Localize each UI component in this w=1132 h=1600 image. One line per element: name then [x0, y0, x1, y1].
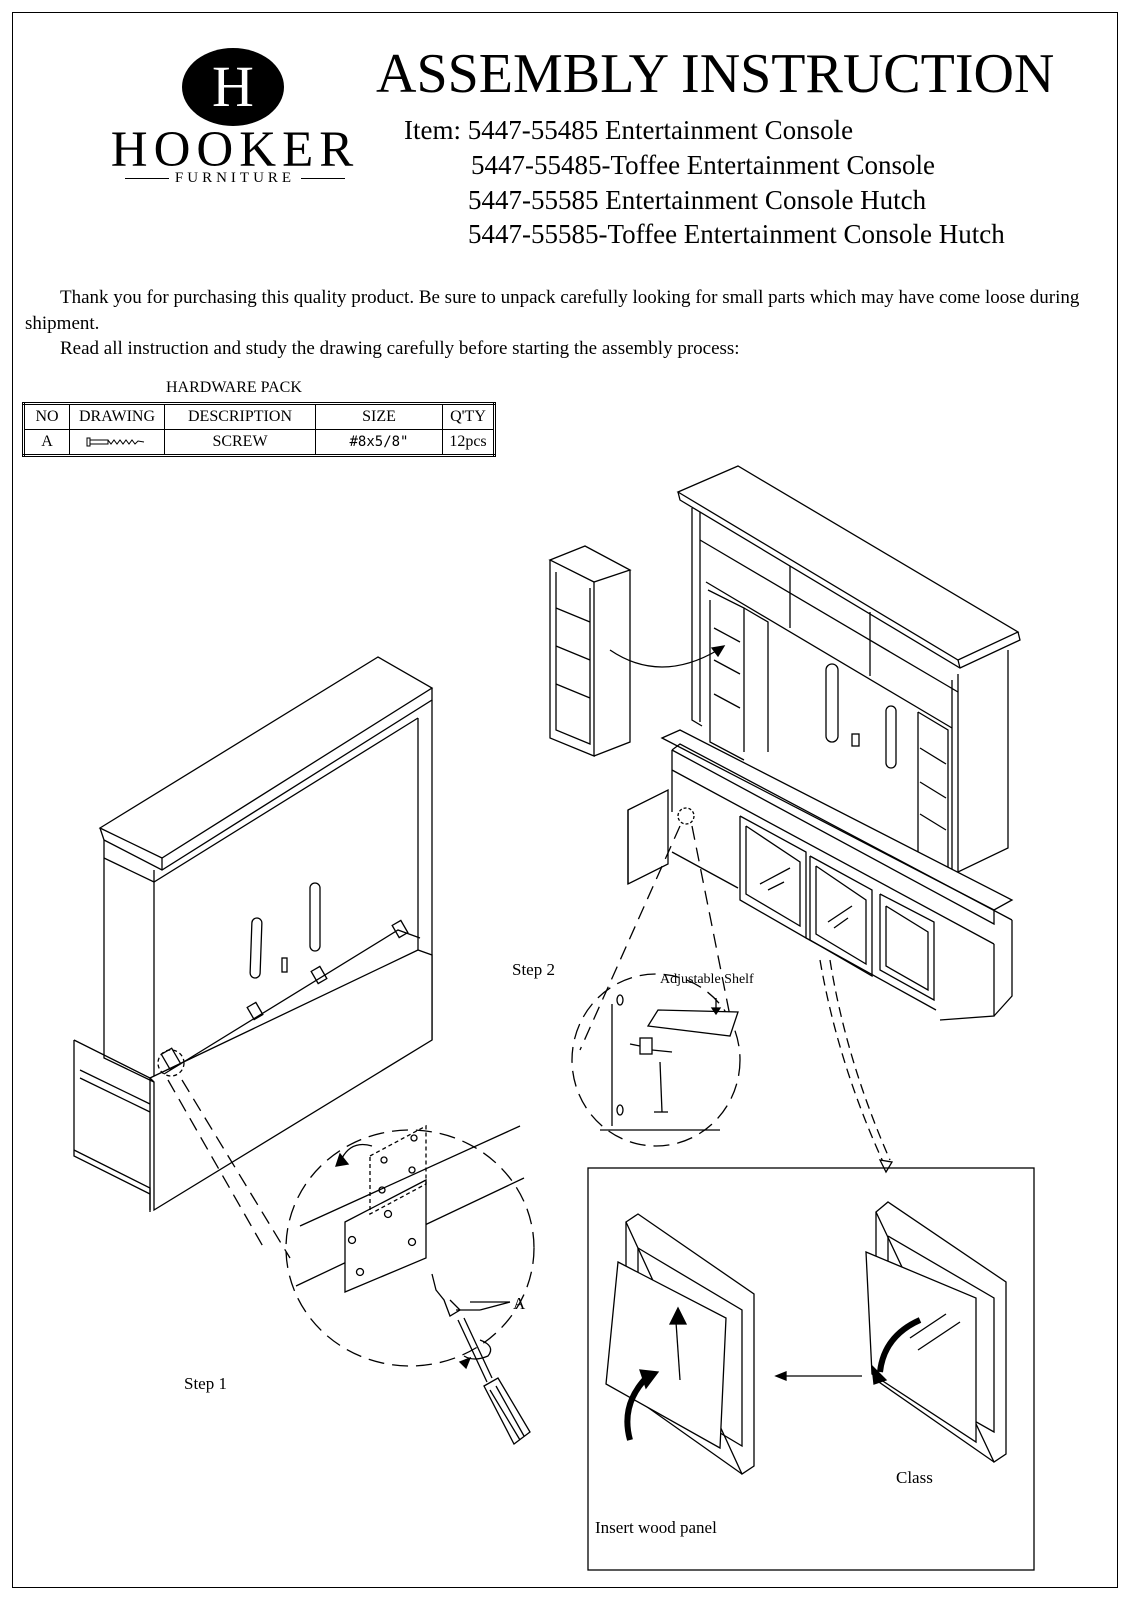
logo-monogram: H — [212, 54, 254, 119]
hardware-table: NO DRAWING DESCRIPTION SIZE Q'TY A SCREW… — [22, 402, 496, 457]
step1-label: Step 1 — [184, 1374, 227, 1393]
part-a-label: A — [513, 1294, 526, 1313]
glass-label: Class — [896, 1468, 933, 1487]
cell-size: #8x5/8" — [315, 429, 443, 456]
table-header-row: NO DRAWING DESCRIPTION SIZE Q'TY — [23, 403, 495, 430]
logo-emblem — [182, 48, 284, 126]
step2-shelf-detail — [571, 825, 894, 1174]
adjustable-shelf-label: Adjustable Shelf — [660, 972, 754, 987]
logo-subtitle: FURNITURE — [100, 170, 370, 187]
header-drawing: DRAWING — [69, 403, 165, 430]
page-title: ASSEMBLY INSTRUCTION — [376, 43, 1055, 105]
hardware-caption: HARDWARE PACK — [166, 379, 302, 396]
insert-panel-label: Insert wood panel — [595, 1518, 717, 1537]
console-back-drawing — [73, 656, 434, 1212]
item-line-4: 5447-55585-Toffee Entertainment Console … — [468, 219, 1005, 249]
step1-detail — [167, 1079, 535, 1445]
cell-qty: 12pcs — [442, 429, 495, 456]
item-line-1: Item: 5447-55485 Entertainment Console — [404, 115, 854, 145]
hooker-logo: H HOOKER FURNITURE — [100, 48, 370, 198]
step2-label: Step 2 — [512, 960, 555, 979]
hutch-console-drawing — [627, 465, 1021, 1021]
header-description: DESCRIPTION — [164, 403, 316, 430]
item-line-2: 5447-55485-Toffee Entertainment Console — [471, 150, 935, 180]
intro-paragraph-2: Read all instruction and study the drawi… — [60, 338, 740, 359]
intro-paragraph-1: Thank you for purchasing this quality pr… — [25, 287, 1080, 334]
screw-icon — [86, 437, 145, 447]
door-glass-detail — [587, 1167, 1035, 1571]
item-line-3: 5447-55585 Entertainment Console Hutch — [468, 185, 927, 215]
cell-description: SCREW — [164, 429, 316, 456]
page-border — [12, 12, 1118, 1588]
logo-brand: HOOKER — [110, 122, 360, 178]
side-bookcase-drawing — [548, 545, 726, 757]
header-no: NO — [23, 403, 70, 430]
table-row: A SCREW #8x5/8" 12pcs — [23, 429, 495, 456]
cell-no: A — [23, 429, 70, 456]
